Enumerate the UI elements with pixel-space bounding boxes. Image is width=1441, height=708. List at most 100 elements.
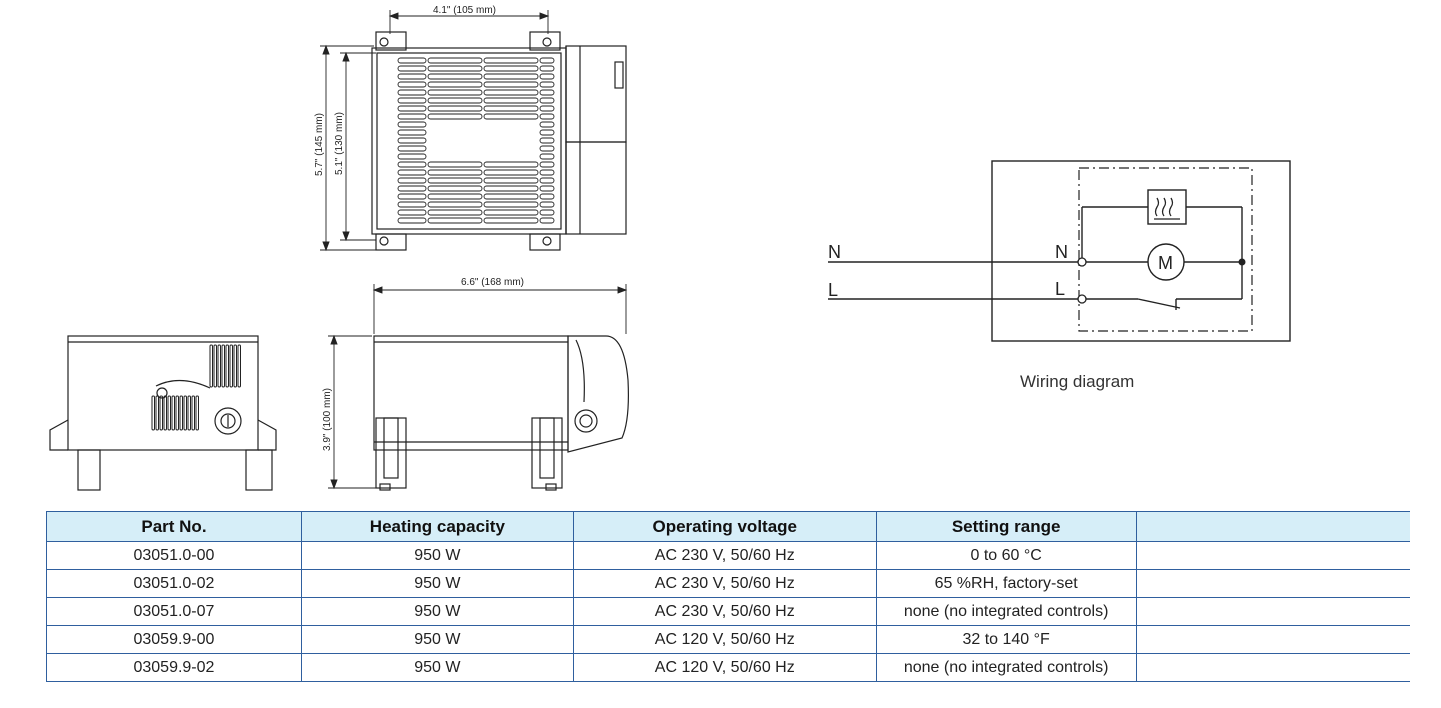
grille-slot bbox=[539, 185, 555, 192]
terminal-n-label: N bbox=[1055, 242, 1068, 262]
grille-slot bbox=[427, 201, 483, 208]
grille-slot bbox=[427, 209, 483, 216]
specs-table: Part No. Heating capacity Operating volt… bbox=[46, 511, 1410, 682]
junction-node bbox=[1238, 258, 1246, 266]
table-row: 03051.0-07 950 W AC 230 V, 50/60 Hz none… bbox=[46, 597, 1410, 626]
vent-slot bbox=[183, 395, 187, 431]
vent-slot bbox=[195, 395, 199, 431]
cell-part-no: 03051.0-00 bbox=[46, 541, 302, 570]
grille-slot bbox=[397, 153, 427, 160]
terminal-l-label: L bbox=[1055, 279, 1065, 299]
cell-part-no: 03051.0-07 bbox=[46, 597, 302, 626]
grille-slot bbox=[397, 217, 427, 224]
grille-slot bbox=[539, 105, 555, 112]
table-row: 03059.9-00 950 W AC 120 V, 50/60 Hz 32 t… bbox=[46, 625, 1410, 654]
grille-slot bbox=[483, 81, 539, 88]
motor-label: M bbox=[1158, 253, 1173, 273]
dim-width-top: 4.1" (105 mm) bbox=[433, 5, 496, 16]
grille-slot bbox=[539, 161, 555, 168]
side-view-dimension-lines bbox=[328, 284, 628, 490]
grille-slot bbox=[483, 217, 539, 224]
grille-slot bbox=[483, 57, 539, 64]
table-row: 03051.0-00 950 W AC 230 V, 50/60 Hz 0 to… bbox=[46, 541, 1410, 570]
vent-slot bbox=[163, 395, 167, 431]
grille-slot bbox=[483, 65, 539, 72]
side-view-drawing bbox=[373, 335, 629, 491]
grille-slot bbox=[397, 97, 427, 104]
grille-slot bbox=[483, 185, 539, 192]
grille-slot bbox=[397, 145, 427, 152]
grille-slot bbox=[397, 89, 427, 96]
technical-drawings: 4.1" (105 mm) 5.7" (145 mm) 5.1" (130 mm… bbox=[49, 5, 1291, 491]
cell-part-no: 03059.9-00 bbox=[46, 625, 302, 654]
line-n-label: N bbox=[828, 242, 841, 262]
vent-slot bbox=[217, 344, 221, 388]
grille-slot bbox=[427, 97, 483, 104]
vent-slot bbox=[159, 395, 163, 431]
grille-slot bbox=[397, 105, 427, 112]
grille-slot bbox=[427, 105, 483, 112]
cell-heating-capacity: 950 W bbox=[300, 653, 574, 682]
grille-slot bbox=[539, 217, 555, 224]
front-view-drawing bbox=[49, 335, 277, 491]
top-view-grille bbox=[397, 57, 555, 224]
terminal-l-node bbox=[1077, 294, 1087, 304]
grille-slot bbox=[483, 193, 539, 200]
header-operating-voltage: Operating voltage bbox=[572, 511, 877, 542]
grille-slot bbox=[483, 161, 539, 168]
cell-extra bbox=[1135, 597, 1410, 626]
vent-slot bbox=[237, 344, 241, 388]
grille-slot bbox=[483, 177, 539, 184]
grille-slot bbox=[539, 57, 555, 64]
grille-slot bbox=[397, 121, 427, 128]
grille-slot bbox=[483, 113, 539, 120]
dim-height-outer: 5.7" (145 mm) bbox=[314, 113, 325, 176]
grille-slot bbox=[539, 201, 555, 208]
cell-operating-voltage: AC 230 V, 50/60 Hz bbox=[572, 569, 877, 598]
vent-slot bbox=[171, 395, 175, 431]
grille-slot bbox=[397, 129, 427, 136]
vent-slot bbox=[167, 395, 171, 431]
grille-slot bbox=[427, 57, 483, 64]
cell-operating-voltage: AC 120 V, 50/60 Hz bbox=[572, 653, 877, 682]
grille-slot bbox=[539, 113, 555, 120]
cell-heating-capacity: 950 W bbox=[300, 541, 574, 570]
cell-operating-voltage: AC 120 V, 50/60 Hz bbox=[572, 625, 877, 654]
grille-slot bbox=[397, 81, 427, 88]
cell-setting-range: none (no integrated controls) bbox=[875, 653, 1137, 682]
grille-slot bbox=[539, 169, 555, 176]
cell-part-no: 03051.0-02 bbox=[46, 569, 302, 598]
grille-slot bbox=[427, 193, 483, 200]
header-heating-capacity: Heating capacity bbox=[300, 511, 574, 542]
cell-setting-range: 65 %RH, factory-set bbox=[875, 569, 1137, 598]
vent-slot bbox=[209, 344, 213, 388]
cell-operating-voltage: AC 230 V, 50/60 Hz bbox=[572, 597, 877, 626]
grille-slot bbox=[539, 81, 555, 88]
vent-slot bbox=[179, 395, 183, 431]
grille-slot bbox=[427, 113, 483, 120]
grille-slot bbox=[483, 169, 539, 176]
grille-slot bbox=[397, 169, 427, 176]
grille-slot bbox=[483, 209, 539, 216]
line-l-label: L bbox=[828, 280, 838, 300]
cell-extra bbox=[1135, 653, 1410, 682]
top-view-dimension-lines bbox=[320, 10, 550, 252]
vent-slot bbox=[233, 344, 237, 388]
grille-slot bbox=[427, 81, 483, 88]
header-part-no: Part No. bbox=[46, 511, 302, 542]
grille-slot bbox=[427, 185, 483, 192]
grille-slot bbox=[397, 137, 427, 144]
cell-part-no: 03059.9-02 bbox=[46, 653, 302, 682]
grille-slot bbox=[539, 73, 555, 80]
dim-height-side: 3.9" (100 mm) bbox=[322, 388, 333, 451]
grille-slot bbox=[427, 161, 483, 168]
wiring-diagram-caption: Wiring diagram bbox=[1020, 372, 1135, 391]
vent-slot bbox=[191, 395, 195, 431]
grille-slot bbox=[427, 73, 483, 80]
cell-heating-capacity: 950 W bbox=[300, 597, 574, 626]
grille-slot bbox=[427, 169, 483, 176]
vent-slot bbox=[155, 395, 159, 431]
grille-slot bbox=[483, 97, 539, 104]
grille-slot bbox=[397, 57, 427, 64]
table-header-row: Part No. Heating capacity Operating volt… bbox=[46, 511, 1410, 542]
